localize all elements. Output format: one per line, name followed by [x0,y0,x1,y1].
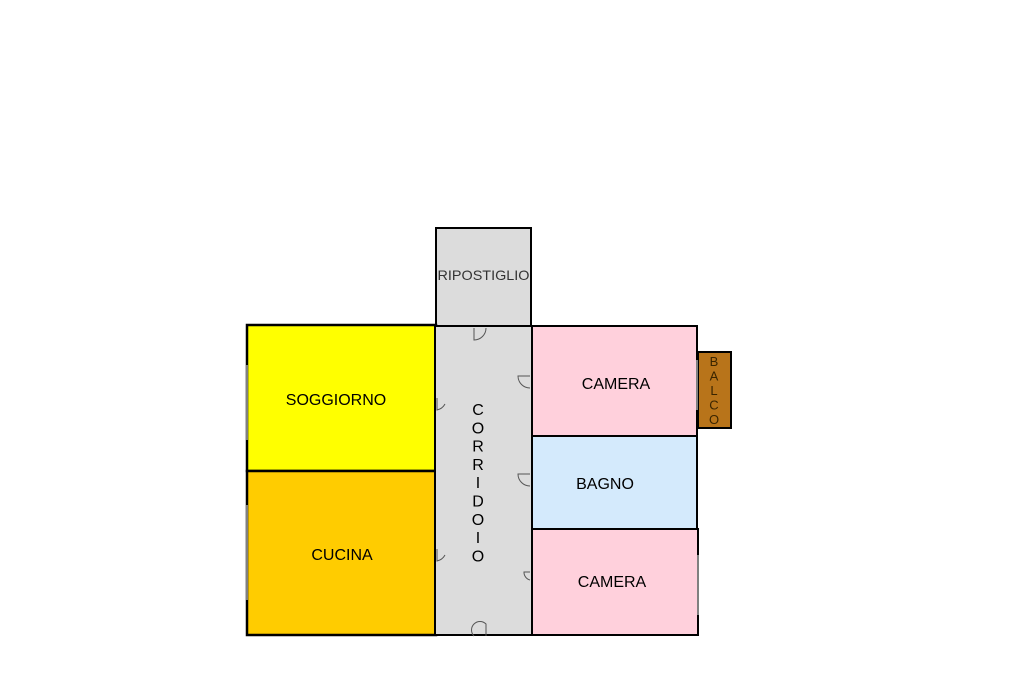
doors [436,327,531,637]
room-camera-1[interactable]: CAMERA [531,325,698,437]
door-cucina[interactable] [436,549,446,562]
corridoio-letter-3: R [472,457,484,474]
cucina-label: CUCINA [311,547,373,564]
bagno-label: BAGNO [576,476,634,493]
camera-2-label: CAMERA [578,574,647,591]
balco-letter-4: O [709,412,719,427]
door-soggiorno[interactable] [436,398,446,411]
door-entrance[interactable] [471,621,487,637]
balco-letter-0: B [710,354,719,369]
ripostiglio-label: RIPOSTIGLIO [438,267,530,283]
corridoio-letter-7: I [476,530,480,547]
room-bagno[interactable]: BAGNO [531,435,698,530]
door-camera-1[interactable] [517,375,531,389]
corridoio-letter-6: O [472,512,484,529]
balco-letter-1: A [710,369,719,384]
room-soggiorno[interactable]: SOGGIORNO [245,323,438,473]
windows [246,360,699,615]
door-bagno[interactable] [517,473,531,487]
corridoio-letter-2: R [472,439,484,456]
balco-letter-3: C [709,398,718,413]
balco-letter-2: L [710,383,717,398]
door-ripostiglio[interactable] [473,327,487,341]
corridoio-letter-4: I [476,475,480,492]
corridoio-letter-5: D [472,494,484,511]
soggiorno-label: SOGGIORNO [286,392,386,409]
room-cucina[interactable]: CUCINA [245,469,438,637]
corridoio-letter-0: C [472,402,484,419]
room-ripostiglio[interactable]: RIPOSTIGLIO [435,227,532,327]
camera-1-label: CAMERA [582,376,651,393]
corridoio-letter-1: O [472,420,484,437]
corridoio-letter-8: O [472,548,484,565]
door-camera-2[interactable] [523,571,531,581]
room-camera-2[interactable]: CAMERA [531,528,699,636]
